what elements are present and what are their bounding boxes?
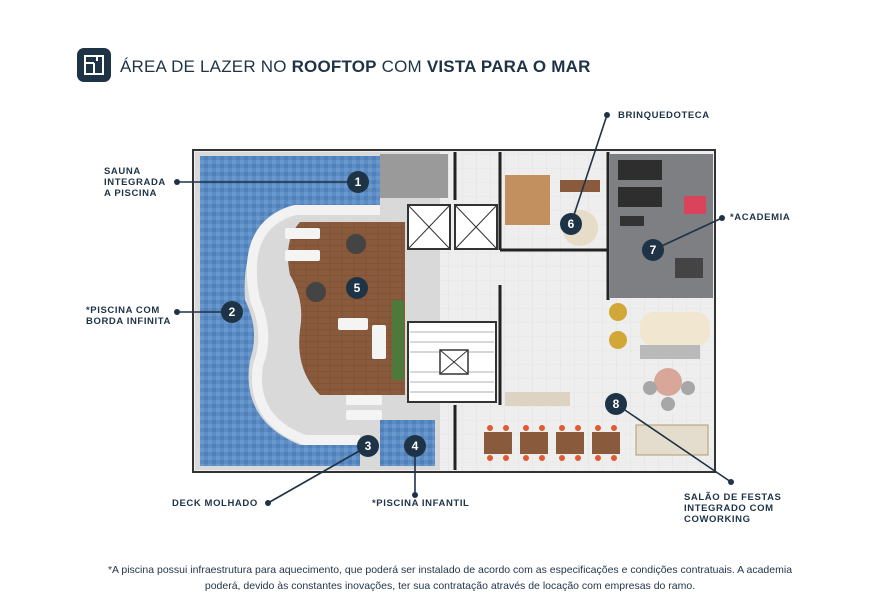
label-line: SALÃO DE FESTAS	[684, 492, 782, 503]
label-line: COWORKING	[684, 514, 751, 525]
chair	[681, 381, 695, 395]
footnote: *A piscina possui infraestrutura para aq…	[70, 562, 830, 594]
chair	[609, 331, 627, 349]
label-salao: SALÃO DE FESTAS INTEGRADO COM COWORKING	[684, 492, 782, 525]
wood-deck	[287, 222, 405, 395]
marker-label: 8	[613, 397, 620, 411]
sofa	[640, 345, 700, 359]
title-part-2: ROOFTOP	[291, 57, 377, 76]
label-line: A PISCINA	[104, 188, 158, 199]
footnote-line-1: *A piscina possui infraestrutura para aq…	[107, 564, 793, 576]
marker-label: 3	[365, 439, 372, 453]
marker-label: 1	[355, 175, 362, 189]
treadmill	[618, 160, 662, 180]
marker-1: 1	[347, 171, 369, 193]
label-line: *PISCINA COM	[86, 305, 160, 316]
floorplan-icon	[77, 48, 111, 82]
coworking-desk	[635, 424, 709, 456]
pool-edge	[246, 205, 380, 445]
marker-7: 7	[642, 239, 664, 261]
marker-label: 2	[229, 305, 236, 319]
marker-label: 5	[354, 281, 361, 295]
gym-machine	[675, 258, 703, 278]
sofa	[372, 325, 386, 359]
lounger	[285, 228, 320, 239]
marker-4: 4	[404, 435, 426, 457]
marker-label: 7	[650, 243, 657, 257]
label-line: INTEGRADO COM	[684, 503, 774, 514]
marker-label: 4	[412, 439, 419, 453]
title-part-3: COM	[376, 57, 427, 76]
label-brinquedoteca: BRINQUEDOTECA	[618, 110, 710, 121]
label-sauna: SAUNA INTEGRADA A PISCINA	[104, 166, 166, 199]
lounger	[338, 318, 368, 330]
gym-mat	[684, 196, 706, 214]
marker-2: 2	[221, 301, 243, 323]
main-pool	[200, 156, 380, 466]
lounger	[346, 395, 382, 405]
lounge-table-round	[654, 368, 682, 396]
label-line: SAUNA	[104, 166, 141, 177]
marker-5: 5	[346, 277, 368, 299]
table	[346, 234, 366, 254]
toy-room-rug	[505, 175, 550, 225]
kitchen-counter	[505, 392, 570, 406]
title-part-4: VISTA PARA O MAR	[426, 57, 591, 76]
leader-lines	[177, 114, 732, 504]
planter	[392, 300, 404, 380]
sauna-room	[380, 154, 448, 198]
lounger	[346, 410, 382, 420]
title-part-1: ÁREA DE LAZER NO	[120, 57, 292, 76]
label-academia: *ACADEMIA	[730, 212, 791, 223]
marker-3: 3	[357, 435, 379, 457]
label-piscina-borda: *PISCINA COM BORDA INFINITA	[86, 305, 171, 327]
label-line: INTEGRADA	[104, 177, 166, 188]
table	[306, 282, 326, 302]
lounge-table	[640, 312, 710, 346]
treadmill	[618, 187, 662, 207]
marker-6: 6	[560, 213, 582, 235]
page-title: ÁREA DE LAZER NO ROOFTOP COM VISTA PARA …	[120, 57, 591, 77]
gym-bench	[620, 216, 644, 226]
label-deck: DECK MOLHADO	[172, 498, 258, 509]
chair	[661, 397, 675, 411]
lounger	[285, 250, 320, 261]
label-line: BORDA INFINITA	[86, 316, 171, 327]
dining-tables	[484, 425, 620, 461]
chair	[643, 381, 657, 395]
toy-room-shelf	[560, 180, 600, 192]
marker-8: 8	[605, 393, 627, 415]
label-piscina-infantil: *PISCINA INFANTIL	[372, 498, 470, 509]
chair	[609, 303, 627, 321]
marker-label: 6	[568, 217, 575, 231]
footnote-line-2: poderá, devido às constantes inovações, …	[204, 580, 696, 592]
